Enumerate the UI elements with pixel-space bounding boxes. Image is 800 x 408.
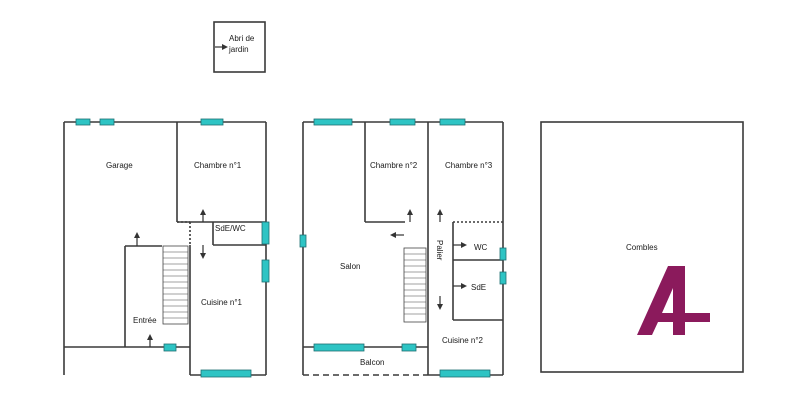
window bbox=[75, 118, 91, 126]
garden-shed: Abri de jardin bbox=[213, 21, 266, 73]
window bbox=[163, 343, 177, 352]
window bbox=[499, 247, 507, 261]
window bbox=[439, 118, 466, 126]
shed-label-line2: jardin bbox=[228, 45, 249, 54]
room-label-shower: SdE bbox=[471, 283, 486, 292]
window bbox=[313, 343, 365, 352]
window bbox=[389, 118, 416, 126]
staircase bbox=[403, 247, 427, 323]
room-label-garage: Garage bbox=[106, 161, 133, 170]
room-label-kitchen1: Cuisine n°1 bbox=[201, 298, 243, 307]
room-label-bedroom3: Chambre n°3 bbox=[445, 161, 493, 170]
window bbox=[261, 221, 270, 245]
window bbox=[261, 259, 270, 283]
shed-label-line1: Abri de bbox=[229, 34, 255, 43]
window bbox=[299, 234, 307, 248]
window bbox=[401, 343, 417, 352]
room-label-balcony: Balcon bbox=[360, 358, 384, 367]
room-label-wc: WC bbox=[474, 243, 488, 252]
room-label-kitchen2: Cuisine n°2 bbox=[442, 336, 484, 345]
window bbox=[499, 271, 507, 285]
room-label-attic: Combles bbox=[626, 243, 658, 252]
room-label-bedroom1: Chambre n°1 bbox=[194, 161, 242, 170]
window bbox=[439, 369, 491, 378]
window bbox=[200, 369, 252, 378]
room-label-landing: Palier bbox=[435, 240, 444, 261]
first-floor: Salon Chambre n°2 Chambre n°3 Palier WC … bbox=[299, 118, 507, 378]
brand-logo-icon bbox=[637, 266, 710, 335]
room-label-living: Salon bbox=[340, 262, 360, 271]
stair-steps bbox=[163, 251, 188, 319]
ground-floor: Garage Chambre n°1 SdE/WC Entrée Cuisine… bbox=[63, 118, 270, 378]
room-label-bedroom2: Chambre n°2 bbox=[370, 161, 418, 170]
window bbox=[99, 118, 115, 126]
stair-steps bbox=[404, 253, 426, 315]
attic: Combles bbox=[540, 121, 744, 373]
window bbox=[313, 118, 353, 126]
room-label-entrance: Entrée bbox=[133, 316, 157, 325]
staircase bbox=[162, 245, 189, 325]
window bbox=[200, 118, 224, 126]
room-label-bathroom-wc: SdE/WC bbox=[215, 224, 246, 233]
